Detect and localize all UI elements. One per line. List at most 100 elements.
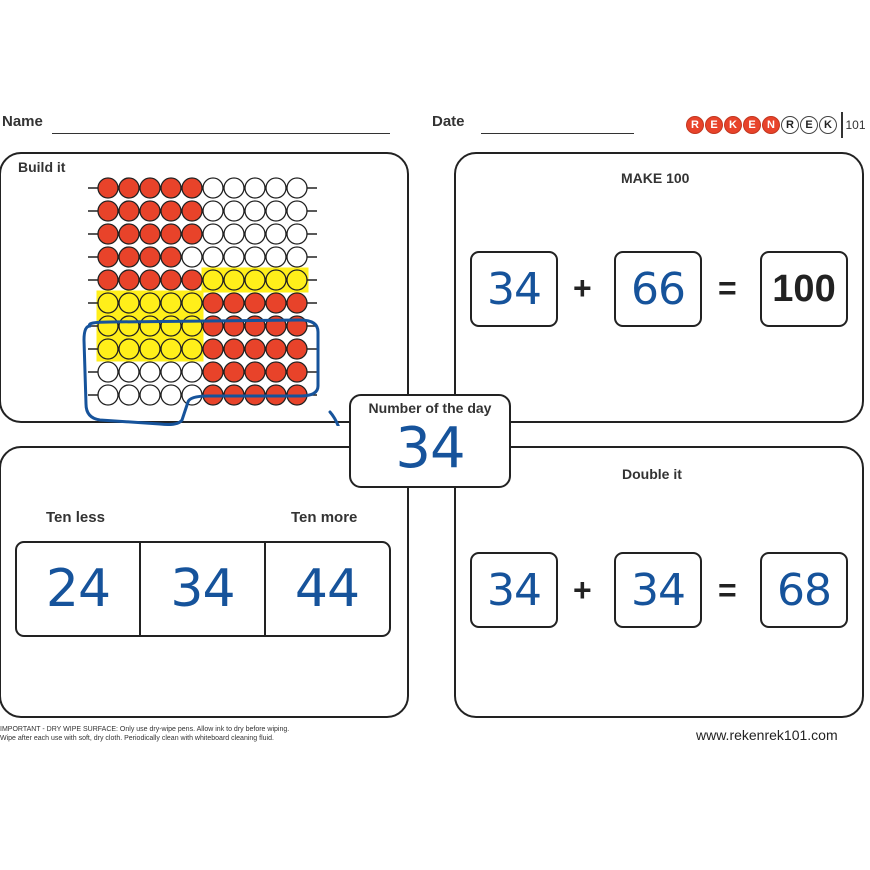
red-bead[interactable]	[181, 177, 203, 199]
double-it-addend-a[interactable]: 34	[470, 552, 558, 628]
red-bead[interactable]	[139, 246, 161, 268]
red-bead[interactable]	[265, 361, 287, 383]
white-bead[interactable]	[139, 361, 161, 383]
white-bead[interactable]	[139, 338, 161, 360]
red-bead[interactable]	[244, 361, 266, 383]
website-url[interactable]: www.rekenrek101.com	[696, 727, 838, 743]
red-bead[interactable]	[202, 338, 224, 360]
red-bead[interactable]	[223, 361, 245, 383]
red-bead[interactable]	[118, 269, 140, 291]
white-bead[interactable]	[202, 200, 224, 222]
white-bead[interactable]	[223, 269, 245, 291]
red-bead[interactable]	[181, 269, 203, 291]
ten-more-cell[interactable]: 44	[266, 543, 388, 635]
white-bead[interactable]	[286, 246, 308, 268]
red-bead[interactable]	[97, 200, 119, 222]
red-bead[interactable]	[118, 223, 140, 245]
white-bead[interactable]	[265, 223, 287, 245]
red-bead[interactable]	[244, 338, 266, 360]
white-bead[interactable]	[286, 200, 308, 222]
white-bead[interactable]	[286, 177, 308, 199]
red-bead[interactable]	[202, 315, 224, 337]
white-bead[interactable]	[97, 338, 119, 360]
white-bead[interactable]	[265, 269, 287, 291]
red-bead[interactable]	[202, 292, 224, 314]
red-bead[interactable]	[97, 246, 119, 268]
red-bead[interactable]	[223, 338, 245, 360]
white-bead[interactable]	[181, 338, 203, 360]
white-bead[interactable]	[244, 177, 266, 199]
double-it-result[interactable]: 68	[760, 552, 848, 628]
white-bead[interactable]	[160, 338, 182, 360]
white-bead[interactable]	[244, 200, 266, 222]
white-bead[interactable]	[181, 384, 203, 406]
red-bead[interactable]	[202, 361, 224, 383]
white-bead[interactable]	[118, 315, 140, 337]
red-bead[interactable]	[139, 200, 161, 222]
white-bead[interactable]	[181, 292, 203, 314]
red-bead[interactable]	[160, 177, 182, 199]
red-bead[interactable]	[181, 223, 203, 245]
white-bead[interactable]	[265, 177, 287, 199]
red-bead[interactable]	[118, 246, 140, 268]
date-field[interactable]	[481, 133, 634, 134]
red-bead[interactable]	[286, 361, 308, 383]
red-bead[interactable]	[139, 223, 161, 245]
white-bead[interactable]	[97, 315, 119, 337]
white-bead[interactable]	[223, 246, 245, 268]
name-field[interactable]	[52, 133, 390, 134]
red-bead[interactable]	[223, 292, 245, 314]
red-bead[interactable]	[286, 338, 308, 360]
white-bead[interactable]	[97, 292, 119, 314]
ten-center-cell[interactable]: 34	[141, 543, 266, 635]
white-bead[interactable]	[97, 384, 119, 406]
white-bead[interactable]	[181, 361, 203, 383]
white-bead[interactable]	[202, 177, 224, 199]
red-bead[interactable]	[286, 292, 308, 314]
red-bead[interactable]	[118, 200, 140, 222]
red-bead[interactable]	[139, 269, 161, 291]
white-bead[interactable]	[223, 223, 245, 245]
white-bead[interactable]	[202, 246, 224, 268]
white-bead[interactable]	[181, 246, 203, 268]
white-bead[interactable]	[118, 292, 140, 314]
number-of-day-value[interactable]: 34	[395, 416, 465, 481]
white-bead[interactable]	[265, 246, 287, 268]
red-bead[interactable]	[223, 315, 245, 337]
white-bead[interactable]	[244, 246, 266, 268]
white-bead[interactable]	[97, 361, 119, 383]
white-bead[interactable]	[160, 361, 182, 383]
red-bead[interactable]	[97, 269, 119, 291]
white-bead[interactable]	[160, 384, 182, 406]
white-bead[interactable]	[139, 384, 161, 406]
red-bead[interactable]	[160, 200, 182, 222]
red-bead[interactable]	[160, 223, 182, 245]
white-bead[interactable]	[160, 292, 182, 314]
red-bead[interactable]	[265, 292, 287, 314]
red-bead[interactable]	[160, 246, 182, 268]
white-bead[interactable]	[265, 200, 287, 222]
white-bead[interactable]	[244, 223, 266, 245]
red-bead[interactable]	[97, 223, 119, 245]
make-100-addend-a[interactable]: 34	[470, 251, 558, 327]
red-bead[interactable]	[181, 200, 203, 222]
white-bead[interactable]	[286, 269, 308, 291]
white-bead[interactable]	[139, 315, 161, 337]
red-bead[interactable]	[118, 177, 140, 199]
red-bead[interactable]	[139, 177, 161, 199]
double-it-addend-b[interactable]: 34	[614, 552, 702, 628]
white-bead[interactable]	[118, 384, 140, 406]
white-bead[interactable]	[181, 315, 203, 337]
white-bead[interactable]	[223, 177, 245, 199]
white-bead[interactable]	[118, 338, 140, 360]
white-bead[interactable]	[223, 200, 245, 222]
red-bead[interactable]	[244, 292, 266, 314]
white-bead[interactable]	[160, 315, 182, 337]
ten-less-cell[interactable]: 24	[17, 543, 141, 635]
red-bead[interactable]	[265, 338, 287, 360]
white-bead[interactable]	[244, 269, 266, 291]
white-bead[interactable]	[202, 269, 224, 291]
white-bead[interactable]	[118, 361, 140, 383]
red-bead[interactable]	[160, 269, 182, 291]
white-bead[interactable]	[286, 223, 308, 245]
